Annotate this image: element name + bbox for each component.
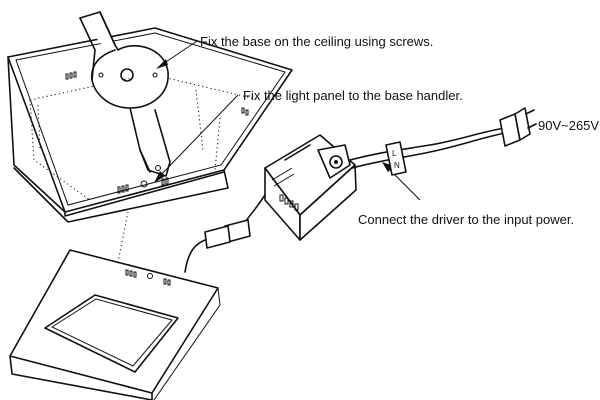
input-power-cable: L N bbox=[349, 127, 506, 176]
led-light-panel bbox=[9, 249, 221, 400]
arrow-screws bbox=[156, 40, 198, 69]
alignment-guide bbox=[117, 211, 129, 263]
vent-slots-front bbox=[117, 177, 169, 194]
annotation-fix-panel: Fix the light panel to the base handler. bbox=[243, 88, 463, 103]
arrow-handler bbox=[154, 94, 239, 183]
voltage-label: 90V~265V bbox=[538, 118, 599, 133]
panel-vent-slots bbox=[125, 269, 171, 286]
annotation-fix-base: Fix the base on the ceiling using screws… bbox=[200, 34, 433, 49]
vent-slots-right bbox=[241, 107, 249, 116]
cable-tag-neutral-letter: N bbox=[394, 161, 400, 170]
led-driver bbox=[264, 134, 357, 241]
mounting-bracket bbox=[79, 11, 171, 177]
annotation-connect-driver: Connect the driver to the input power. bbox=[358, 212, 574, 227]
output-connector bbox=[184, 194, 266, 273]
driver-terminal-slots bbox=[279, 194, 299, 211]
cable-tag-line-letter: L bbox=[392, 149, 397, 158]
vent-slots-left bbox=[65, 71, 77, 80]
cable-tag: L N bbox=[385, 141, 407, 176]
power-plug bbox=[499, 107, 537, 147]
